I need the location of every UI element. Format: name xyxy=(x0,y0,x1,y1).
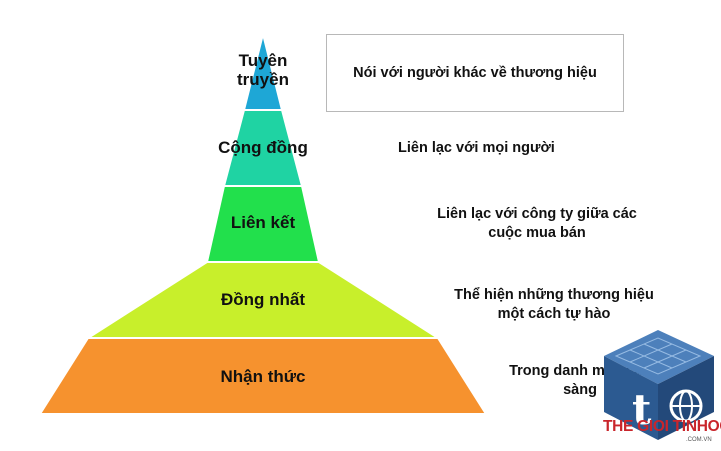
logo-t-glyph: t xyxy=(632,385,652,434)
description-tier-2: Liên lạc với mọi người xyxy=(398,140,555,156)
tier-3-label: Liên kết xyxy=(231,213,296,232)
tier-1-label-line-2: truyền xyxy=(237,70,289,89)
watermark-domain: .COM.VN xyxy=(686,437,712,443)
description-tier-3-line-1: Liên lạc với công ty giữa các xyxy=(437,206,637,222)
tier-4-label: Đồng nhất xyxy=(221,290,305,309)
description-tier-4-line-1: Thể hiện những thương hiệu xyxy=(454,287,654,303)
tier-1-label-line-1: Tuyên xyxy=(239,51,288,70)
cube-t-globe-logo-icon: t xyxy=(604,330,714,440)
description-tier-3: Liên lạc với công ty giữa các cuộc mua b… xyxy=(422,205,652,243)
description-tier-1: Nói với người khác về thương hiệu xyxy=(353,64,597,81)
description-box-tier-1: Nói với người khác về thương hiệu xyxy=(326,34,624,112)
description-tier-5-line-2: sàng xyxy=(563,382,597,398)
description-tier-4: Thể hiện những thương hiệu một cách tự h… xyxy=(438,286,670,324)
watermark-brand: THE GIOI TINHOC xyxy=(603,418,721,435)
tier-5-label: Nhận thức xyxy=(220,367,305,386)
tier-2-label: Cộng đồng xyxy=(218,138,308,157)
logo-cube-left xyxy=(604,356,658,440)
logo-cube-top xyxy=(604,330,714,384)
description-tier-4-line-2: một cách tự hào xyxy=(497,306,611,322)
pyramid-tier-5 xyxy=(38,337,488,415)
logo-cube-right xyxy=(658,356,714,440)
description-tier-3-line-2: cuộc mua bán xyxy=(488,225,586,241)
